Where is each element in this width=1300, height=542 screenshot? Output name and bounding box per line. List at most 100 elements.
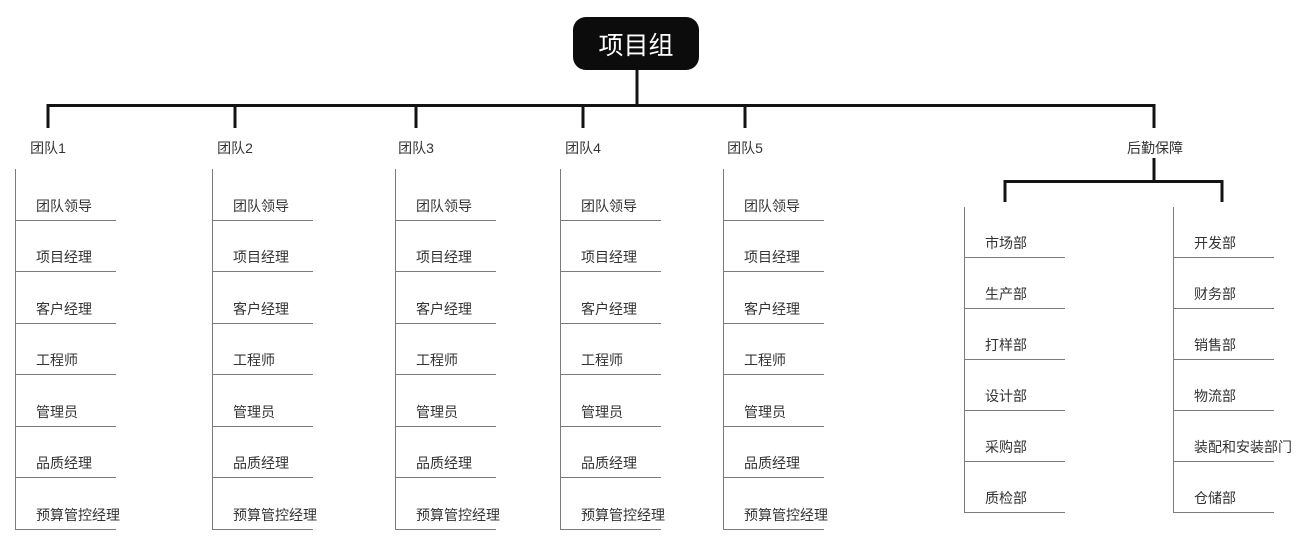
member-row: 预算管控经理 [724, 478, 828, 530]
member-label: 项目经理 [581, 249, 637, 265]
member-label: 工程师 [233, 352, 275, 368]
department-label: 市场部 [985, 235, 1027, 251]
member-row: 品质经理 [396, 427, 496, 478]
member-row: 品质经理 [213, 427, 313, 478]
member-row: 工程师 [16, 324, 116, 375]
member-row: 团队领导 [213, 169, 313, 221]
member-label: 管理员 [36, 403, 78, 420]
member-label: 团队领导 [416, 197, 472, 214]
member-row: 品质经理 [724, 427, 824, 478]
member-row: 预算管控经理 [213, 478, 317, 530]
root-node: 项目组 [573, 17, 699, 70]
member-label: 品质经理 [416, 455, 472, 471]
department-label: 销售部 [1194, 337, 1236, 353]
member-label: 项目经理 [233, 249, 289, 265]
member-label: 工程师 [581, 352, 623, 368]
trunk-line [46, 104, 1156, 128]
member-row: 团队领导 [396, 169, 496, 221]
department-label: 生产部 [985, 286, 1027, 302]
department-label: 物流部 [1194, 388, 1236, 404]
team3-list: 团队领导 项目经理 客户经理 工程师 管理员 品质经理 预算管控经理 [395, 169, 500, 530]
member-label: 预算管控经理 [36, 506, 120, 523]
member-label: 管理员 [233, 403, 275, 420]
department-label: 财务部 [1194, 286, 1236, 302]
member-row: 工程师 [561, 324, 661, 375]
team1-title: 团队1 [30, 140, 66, 156]
department-row: 开发部 [1174, 207, 1274, 258]
member-label: 预算管控经理 [416, 506, 500, 523]
department-label: 打样部 [985, 337, 1027, 353]
member-row: 项目经理 [724, 221, 824, 272]
department-row: 物流部 [1174, 360, 1274, 411]
member-label: 团队领导 [36, 197, 92, 214]
member-label: 客户经理 [581, 300, 637, 317]
member-row: 团队领导 [16, 169, 116, 221]
root-node-label: 项目组 [598, 31, 674, 60]
department-row: 财务部 [1174, 258, 1274, 309]
member-row: 预算管控经理 [396, 478, 500, 530]
department-label: 仓储部 [1194, 490, 1236, 506]
member-label: 工程师 [744, 352, 786, 368]
member-label: 品质经理 [233, 455, 289, 471]
department-label: 采购部 [985, 439, 1027, 455]
member-row: 管理员 [724, 375, 824, 427]
member-label: 预算管控经理 [233, 506, 317, 523]
member-row: 预算管控经理 [16, 478, 120, 530]
member-row: 团队领导 [561, 169, 661, 221]
member-row: 项目经理 [561, 221, 661, 272]
team2-title: 团队2 [217, 140, 253, 156]
member-label: 品质经理 [36, 455, 92, 471]
member-label: 团队领导 [233, 197, 289, 214]
member-label: 预算管控经理 [744, 506, 828, 523]
team2-list: 团队领导 项目经理 客户经理 工程师 管理员 品质经理 预算管控经理 [212, 169, 317, 530]
team1-list: 团队领导 项目经理 客户经理 工程师 管理员 品质经理 预算管控经理 [15, 169, 120, 530]
member-label: 管理员 [416, 403, 458, 420]
member-row: 项目经理 [16, 221, 116, 272]
department-label: 质检部 [985, 490, 1027, 506]
member-label: 预算管控经理 [581, 506, 665, 523]
department-row: 生产部 [965, 258, 1065, 309]
member-label: 管理员 [744, 403, 786, 420]
member-row: 客户经理 [213, 272, 313, 324]
member-row: 预算管控经理 [561, 478, 665, 530]
member-label: 客户经理 [416, 300, 472, 317]
department-row: 打样部 [965, 309, 1065, 360]
department-row: 销售部 [1174, 309, 1274, 360]
department-row: 采购部 [965, 411, 1065, 462]
logistics-right-list: 开发部 财务部 销售部 物流部 装配和安装部门 仓储部 [1173, 207, 1292, 513]
member-row: 品质经理 [561, 427, 661, 478]
member-row: 工程师 [396, 324, 496, 375]
member-row: 客户经理 [561, 272, 661, 324]
member-label: 客户经理 [36, 300, 92, 317]
member-label: 项目经理 [36, 249, 92, 265]
department-label: 装配和安装部门 [1194, 439, 1292, 455]
member-label: 项目经理 [416, 249, 472, 265]
department-row: 装配和安装部门 [1174, 411, 1292, 462]
member-row: 管理员 [396, 375, 496, 427]
department-row: 质检部 [965, 462, 1065, 513]
department-label: 设计部 [985, 388, 1027, 404]
member-label: 工程师 [36, 352, 78, 368]
team5-list: 团队领导 项目经理 客户经理 工程师 管理员 品质经理 预算管控经理 [723, 169, 828, 530]
member-label: 项目经理 [744, 249, 800, 265]
member-row: 品质经理 [16, 427, 116, 478]
member-row: 客户经理 [396, 272, 496, 324]
team5-title: 团队5 [727, 140, 763, 156]
member-label: 团队领导 [744, 197, 800, 214]
member-row: 管理员 [213, 375, 313, 427]
member-label: 品质经理 [744, 455, 800, 471]
member-row: 项目经理 [396, 221, 496, 272]
team4-list: 团队领导 项目经理 客户经理 工程师 管理员 品质经理 预算管控经理 [560, 169, 665, 530]
logistics-title: 后勤保障 [1127, 140, 1183, 156]
member-label: 管理员 [581, 403, 623, 420]
team3-title: 团队3 [398, 140, 434, 156]
member-label: 品质经理 [581, 455, 637, 471]
member-row: 客户经理 [16, 272, 116, 324]
department-label: 开发部 [1194, 235, 1236, 251]
member-label: 客户经理 [744, 300, 800, 317]
logistics-branch-line [1003, 180, 1224, 202]
member-row: 团队领导 [724, 169, 824, 221]
department-row: 仓储部 [1174, 462, 1274, 513]
logistics-left-list: 市场部 生产部 打样部 设计部 采购部 质检部 [964, 207, 1065, 513]
